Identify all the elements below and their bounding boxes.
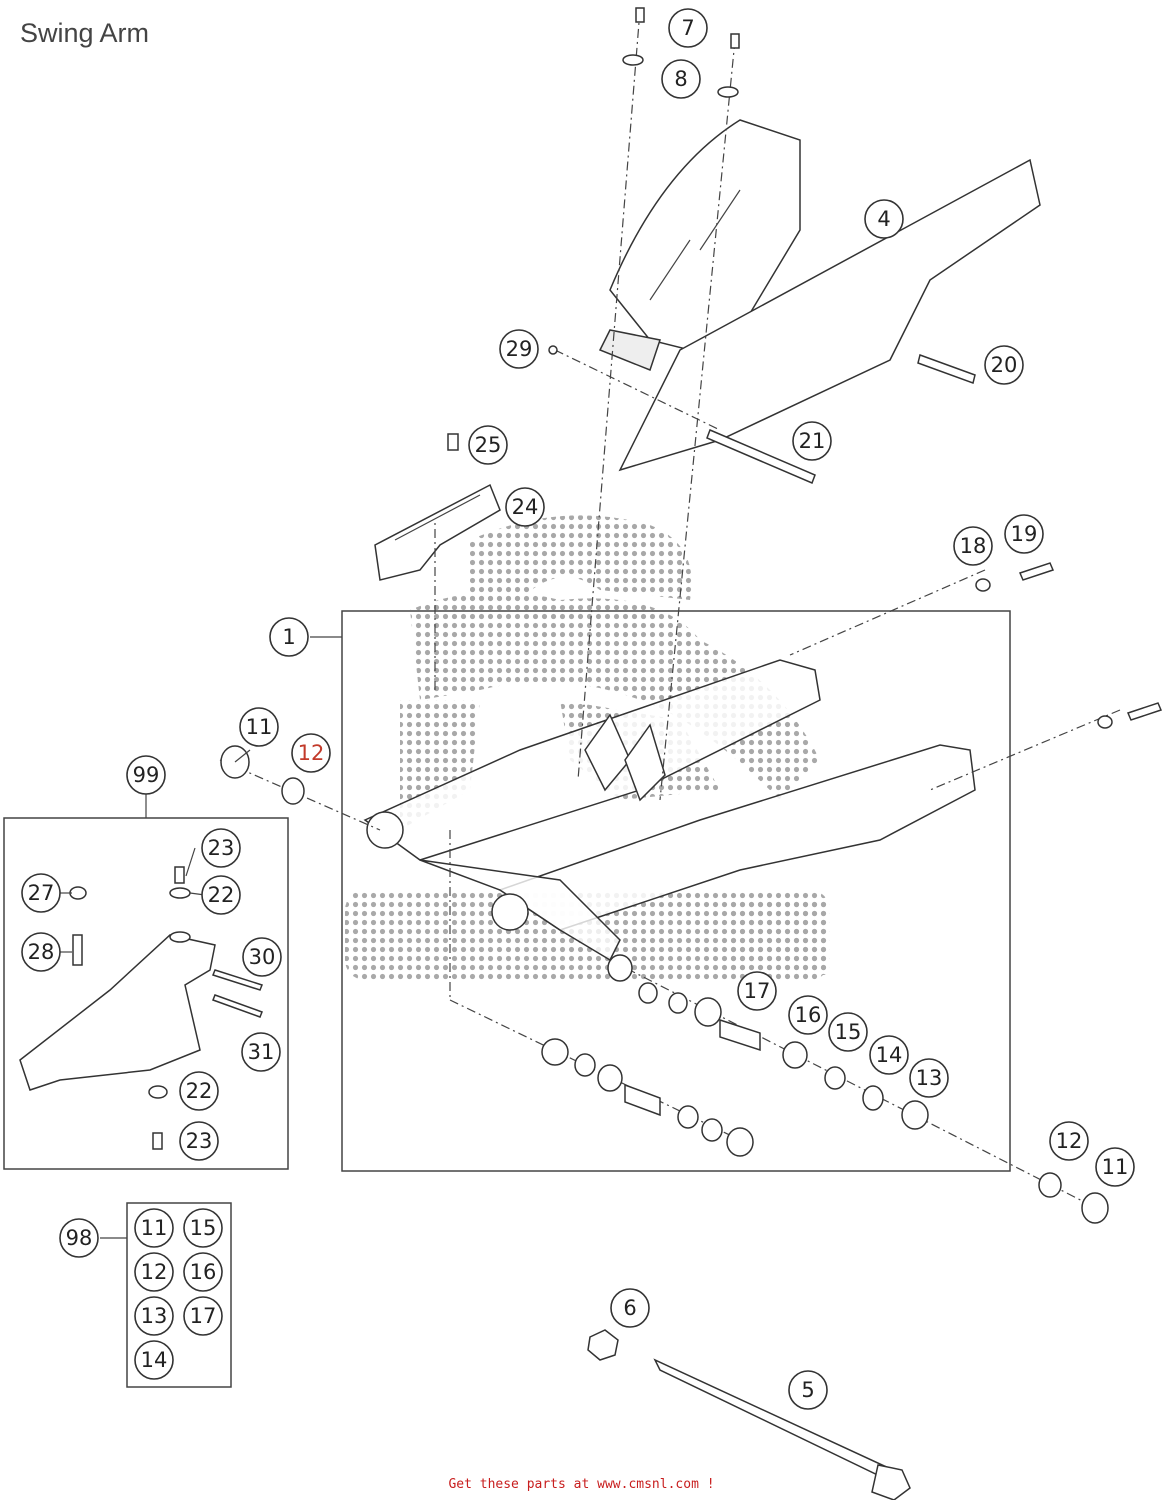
callout-18: 18 xyxy=(953,526,993,566)
svg-text:24: 24 xyxy=(512,495,539,519)
svg-text:22: 22 xyxy=(186,1079,213,1103)
callout-24: 24 xyxy=(505,487,545,527)
callout-1: 1 xyxy=(269,617,309,657)
svg-text:18: 18 xyxy=(960,534,987,558)
callout-4: 4 xyxy=(864,199,904,239)
callout-16: 16 xyxy=(788,995,828,1035)
callout-14: 14 xyxy=(869,1035,909,1075)
svg-text:17: 17 xyxy=(744,979,771,1003)
svg-text:11: 11 xyxy=(141,1216,168,1240)
page-title: Swing Arm xyxy=(20,18,150,48)
svg-text:23: 23 xyxy=(186,1129,213,1153)
kit-callout-11: 11 xyxy=(134,1208,174,1248)
callout-29: 29 xyxy=(499,329,539,369)
kit-chain-slider xyxy=(19,866,263,1150)
svg-text:11: 11 xyxy=(246,715,273,739)
svg-text:13: 13 xyxy=(916,1066,943,1090)
kit-callout-17: 17 xyxy=(183,1296,223,1336)
svg-text:12: 12 xyxy=(141,1260,168,1284)
svg-text:7: 7 xyxy=(681,16,694,40)
svg-text:27: 27 xyxy=(28,881,55,905)
svg-text:22: 22 xyxy=(208,883,235,907)
callout-22-top: 22 xyxy=(201,875,241,915)
svg-text:20: 20 xyxy=(991,353,1018,377)
svg-text:25: 25 xyxy=(475,433,502,457)
svg-text:19: 19 xyxy=(1011,522,1038,546)
svg-text:31: 31 xyxy=(248,1040,275,1064)
callout-20: 20 xyxy=(984,345,1024,385)
svg-text:1: 1 xyxy=(282,625,295,649)
callout-11-right: 11 xyxy=(1095,1147,1135,1187)
pivot-bolt xyxy=(653,1358,911,1500)
callout-11-left: 11 xyxy=(239,707,279,747)
svg-text:5: 5 xyxy=(801,1378,814,1402)
callout-15: 15 xyxy=(828,1012,868,1052)
svg-text:14: 14 xyxy=(876,1043,903,1067)
callout-25: 25 xyxy=(468,425,508,465)
kit-callout-12: 12 xyxy=(134,1252,174,1292)
svg-text:99: 99 xyxy=(133,763,160,787)
svg-text:28: 28 xyxy=(28,940,55,964)
callout-31: 31 xyxy=(241,1032,281,1072)
callout-99: 99 xyxy=(126,755,166,795)
svg-text:13: 13 xyxy=(141,1304,168,1328)
pivot-nut xyxy=(587,1329,619,1361)
callout-13: 13 xyxy=(909,1058,949,1098)
callout-23-top: 23 xyxy=(201,828,241,868)
callout-22-bottom: 22 xyxy=(179,1071,219,1111)
svg-text:14: 14 xyxy=(141,1348,168,1372)
callout-17: 17 xyxy=(737,971,777,1011)
svg-text:11: 11 xyxy=(1102,1155,1129,1179)
svg-text:15: 15 xyxy=(835,1020,862,1044)
callout-27: 27 xyxy=(21,873,61,913)
svg-text:16: 16 xyxy=(795,1003,822,1027)
chain-slider-part xyxy=(374,483,501,581)
svg-text:12: 12 xyxy=(298,741,325,765)
callout-labels: 7 8 4 29 20 21 25 24 18 19 1 11 12 99 23… xyxy=(21,8,1135,1410)
watermark-logo xyxy=(345,515,830,980)
svg-text:16: 16 xyxy=(190,1260,217,1284)
chain-guard xyxy=(598,119,1041,472)
callout-21: 21 xyxy=(792,421,832,461)
swing-arm-part xyxy=(363,659,976,962)
svg-text:8: 8 xyxy=(674,67,687,91)
kit-callout-13: 13 xyxy=(134,1296,174,1336)
bearing-kit-frame xyxy=(126,1202,232,1388)
hardware-parts xyxy=(220,7,1163,1224)
callout-19: 19 xyxy=(1004,514,1044,554)
svg-text:15: 15 xyxy=(190,1216,217,1240)
callout-12-right: 12 xyxy=(1049,1121,1089,1161)
callout-12-left: 12 xyxy=(291,733,331,773)
svg-text:4: 4 xyxy=(877,207,890,231)
callout-5: 5 xyxy=(788,1370,828,1410)
callout-23-bottom: 23 xyxy=(179,1121,219,1161)
svg-text:98: 98 xyxy=(66,1226,93,1250)
kit-callout-16: 16 xyxy=(183,1252,223,1292)
svg-text:23: 23 xyxy=(208,836,235,860)
callout-7: 7 xyxy=(668,8,708,48)
callout-8: 8 xyxy=(661,59,701,99)
svg-text:30: 30 xyxy=(249,945,276,969)
callout-28: 28 xyxy=(21,932,61,972)
swing-arm-assembly-frame xyxy=(341,610,1011,1172)
svg-text:29: 29 xyxy=(506,337,533,361)
svg-text:6: 6 xyxy=(623,1296,636,1320)
svg-text:17: 17 xyxy=(190,1304,217,1328)
kit-callout-15: 15 xyxy=(183,1208,223,1248)
callout-30: 30 xyxy=(242,937,282,977)
source-link-footer[interactable]: Get these parts at www.cmsnl.com ! xyxy=(448,1477,715,1492)
svg-text:12: 12 xyxy=(1056,1129,1083,1153)
svg-text:21: 21 xyxy=(799,429,826,453)
callout-6: 6 xyxy=(610,1288,650,1328)
kit-callout-14: 14 xyxy=(134,1340,174,1380)
callout-98: 98 xyxy=(59,1218,99,1258)
callout-leaders xyxy=(60,749,251,953)
